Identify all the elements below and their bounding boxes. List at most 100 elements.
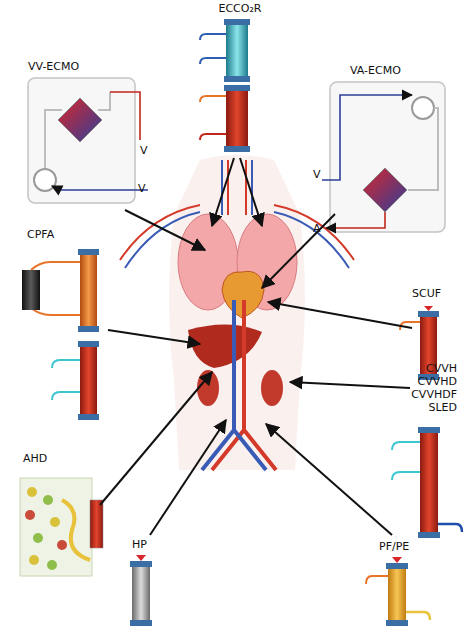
therapy-label: CVVH	[385, 362, 457, 375]
va-ecmo-circuit	[322, 82, 445, 232]
blood-pump	[34, 169, 56, 191]
line-label: CVVHDF	[385, 388, 457, 401]
pointer-arrow	[268, 302, 412, 328]
pointer-arrow	[290, 382, 410, 388]
therapy-group: ECCO₂R	[180, 0, 300, 155]
return-line	[110, 92, 140, 140]
pointer-arrows	[100, 158, 412, 535]
cartridge-cap	[224, 146, 250, 152]
cartridge-body	[226, 90, 248, 146]
effluent-line	[438, 524, 462, 532]
ahd-illustration	[20, 478, 103, 576]
flow-marker	[424, 306, 433, 311]
cartridge-cap	[224, 76, 250, 82]
cartridge-body	[132, 566, 150, 620]
therapy-group: PF/PE	[365, 540, 430, 628]
flow-marker	[392, 557, 402, 563]
particle	[43, 495, 53, 505]
dialysate-line	[392, 442, 420, 480]
particle	[47, 560, 57, 570]
cartridge-cap	[130, 561, 152, 567]
circuit-tubing	[408, 108, 438, 190]
circuit-frame	[28, 78, 135, 203]
cartridge-body	[420, 432, 438, 532]
cartridge-cap	[224, 85, 250, 91]
cartridge-cap	[386, 563, 408, 569]
cartridge-cap	[78, 249, 99, 255]
cartridge-cap	[130, 620, 152, 626]
therapy-group: AHD	[15, 452, 110, 577]
cpfa-device	[22, 249, 99, 420]
artery	[120, 160, 354, 260]
drain-line	[322, 95, 412, 180]
cartridge-cap	[224, 19, 250, 25]
particle	[29, 555, 39, 565]
cartridge-body	[226, 24, 248, 76]
pointer-arrow	[266, 424, 392, 535]
line-label: V	[313, 168, 327, 181]
therapy-label: SCUF	[412, 287, 460, 300]
vv-ecmo-circuit	[28, 78, 148, 203]
cartridge-body	[388, 568, 406, 620]
particle	[27, 487, 37, 497]
pointer-arrow	[125, 210, 205, 250]
pfpe-device	[366, 557, 430, 626]
pointer-arrow	[212, 158, 234, 226]
hp-device	[130, 555, 152, 626]
therapy-label: ECCO₂R	[180, 2, 300, 15]
therapy-group: CPFA	[15, 228, 115, 420]
cartridge-body	[80, 254, 97, 326]
therapy-group: HP	[120, 538, 165, 628]
particle	[33, 533, 43, 543]
blood-line	[366, 576, 388, 584]
particle	[57, 540, 67, 550]
pointer-arrow	[108, 330, 200, 344]
circuit-tubing	[45, 92, 110, 168]
cartridge-cap	[78, 341, 99, 347]
cartridge-cap	[418, 311, 439, 317]
circuit-frame	[330, 82, 445, 232]
therapy-group: VA-ECMO V A	[305, 62, 450, 237]
flow-marker	[136, 555, 146, 561]
oxygenator	[58, 98, 102, 142]
anatomy-body	[120, 155, 354, 470]
therapy-label: VA-ECMO	[350, 64, 430, 77]
torso-outline	[169, 155, 305, 470]
cartridge-body	[80, 346, 97, 414]
line-label: SLED	[385, 401, 457, 414]
cartridge-body	[90, 500, 103, 548]
particle	[25, 510, 35, 520]
therapy-group: VV-ECMO V V	[20, 58, 165, 208]
cartridge-cap	[418, 427, 440, 433]
sorbent-column	[22, 270, 40, 310]
particle	[50, 517, 60, 527]
albumin-stream	[62, 500, 90, 560]
line-label: V	[138, 182, 152, 195]
cartridge-cap	[386, 620, 408, 626]
line-label: CVVHD	[385, 375, 457, 388]
crrt-device	[392, 427, 462, 538]
blood-line	[200, 96, 226, 102]
cartridge-cap	[418, 532, 440, 538]
cartridge-cap	[78, 326, 99, 332]
therapy-group: CVVHCVVHDCVVHDFSLED	[385, 362, 467, 542]
kidney	[261, 370, 283, 406]
blood-line	[200, 34, 226, 64]
drain-line	[52, 186, 148, 190]
therapy-label: HP	[132, 538, 162, 551]
line-label: V	[140, 144, 154, 157]
ecco2r-device	[200, 19, 250, 152]
membrane-panel	[20, 478, 92, 576]
therapy-label: VV-ECMO	[28, 60, 108, 73]
pointer-arrow	[150, 420, 226, 535]
therapy-label: CPFA	[27, 228, 87, 241]
therapy-label: PF/PE	[379, 540, 429, 553]
blood-pump	[412, 97, 434, 119]
line-label: A	[313, 222, 327, 235]
therapy-label: AHD	[23, 452, 83, 465]
pointer-arrow	[262, 214, 335, 288]
pointer-arrow	[100, 372, 212, 505]
oxygenator	[363, 168, 407, 212]
